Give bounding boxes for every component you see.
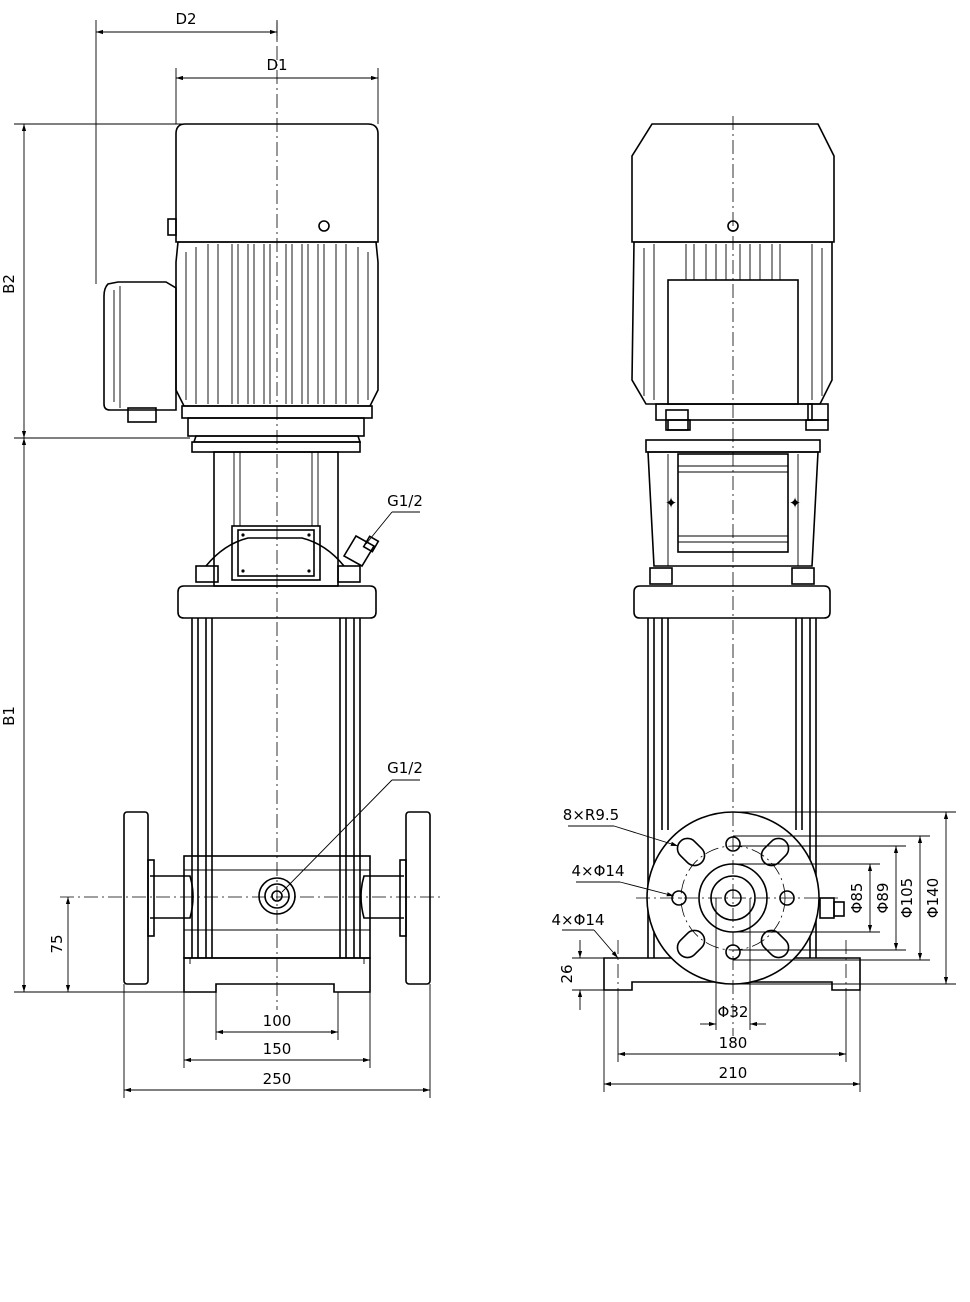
nameplate-frame xyxy=(231,525,321,581)
label-base-holes: 4×Φ14 xyxy=(551,911,604,929)
nut-left xyxy=(195,565,219,583)
front-view xyxy=(60,22,440,1010)
dim-26: 26 xyxy=(558,964,576,983)
dim-150: 150 xyxy=(263,1040,292,1058)
dim-d2: D2 xyxy=(175,10,196,28)
label-flange-holes: 4×Φ14 xyxy=(571,862,624,880)
pump-head-side xyxy=(633,585,831,619)
dim-d89: Φ89 xyxy=(874,883,892,914)
base-plate xyxy=(183,957,371,993)
outlet-flange xyxy=(405,811,431,985)
dim-b2: B2 xyxy=(0,274,18,294)
motor-flange xyxy=(187,417,365,437)
motor-fan-cover xyxy=(175,123,379,243)
pump-head xyxy=(177,585,377,619)
front-dimensions: D2 D1 B2 B1 75 G1/2 G1/2 100 150 xyxy=(0,10,431,1098)
svg-text:✦: ✦ xyxy=(789,494,802,512)
dim-d140: Φ140 xyxy=(924,878,942,918)
outlet-pipe xyxy=(360,875,404,919)
dim-d1: D1 xyxy=(266,56,287,74)
motor-stool-side xyxy=(647,451,819,567)
port-label-top: G1/2 xyxy=(387,492,423,510)
dim-d32: Φ32 xyxy=(718,1003,749,1021)
label-slots: 8×R9.5 xyxy=(563,806,619,824)
vent-plug-top xyxy=(342,534,376,568)
motor-fins-side xyxy=(643,244,823,400)
inlet-flange xyxy=(123,811,149,985)
side-dimensions: 8×R9.5 4×Φ14 4×Φ14 26 Φ32 180 210 xyxy=(551,806,956,1092)
nut-left-side xyxy=(649,567,673,585)
nut-right-side xyxy=(791,567,815,585)
nameplate xyxy=(237,529,315,577)
inlet-pipe xyxy=(150,875,194,919)
port-label-bottom: G1/2 xyxy=(387,759,423,777)
side-view: ✦ ✦ xyxy=(603,116,861,1036)
svg-text:✦: ✦ xyxy=(665,494,678,512)
dim-250: 250 xyxy=(263,1070,292,1088)
lifting-eye xyxy=(318,220,330,232)
motor-fins xyxy=(185,244,369,404)
base-plate-side xyxy=(603,957,861,991)
dim-180: 180 xyxy=(719,1034,748,1052)
dim-b1: B1 xyxy=(0,706,18,726)
drain-plug-side xyxy=(819,897,835,919)
motor-flange-side-ring xyxy=(655,403,813,421)
motor-fan-cover-side xyxy=(631,123,835,243)
nut-right xyxy=(337,565,361,583)
dim-d85: Φ85 xyxy=(848,883,866,914)
grease-nipple xyxy=(167,218,177,236)
dim-210: 210 xyxy=(719,1064,748,1082)
dim-100: 100 xyxy=(263,1012,292,1030)
cable-gland xyxy=(127,407,157,423)
coupling-guard xyxy=(205,537,345,567)
dim-d105: Φ105 xyxy=(898,878,916,918)
dim-75: 75 xyxy=(48,934,66,953)
bracket-top xyxy=(191,441,361,453)
terminal-box xyxy=(103,281,177,411)
